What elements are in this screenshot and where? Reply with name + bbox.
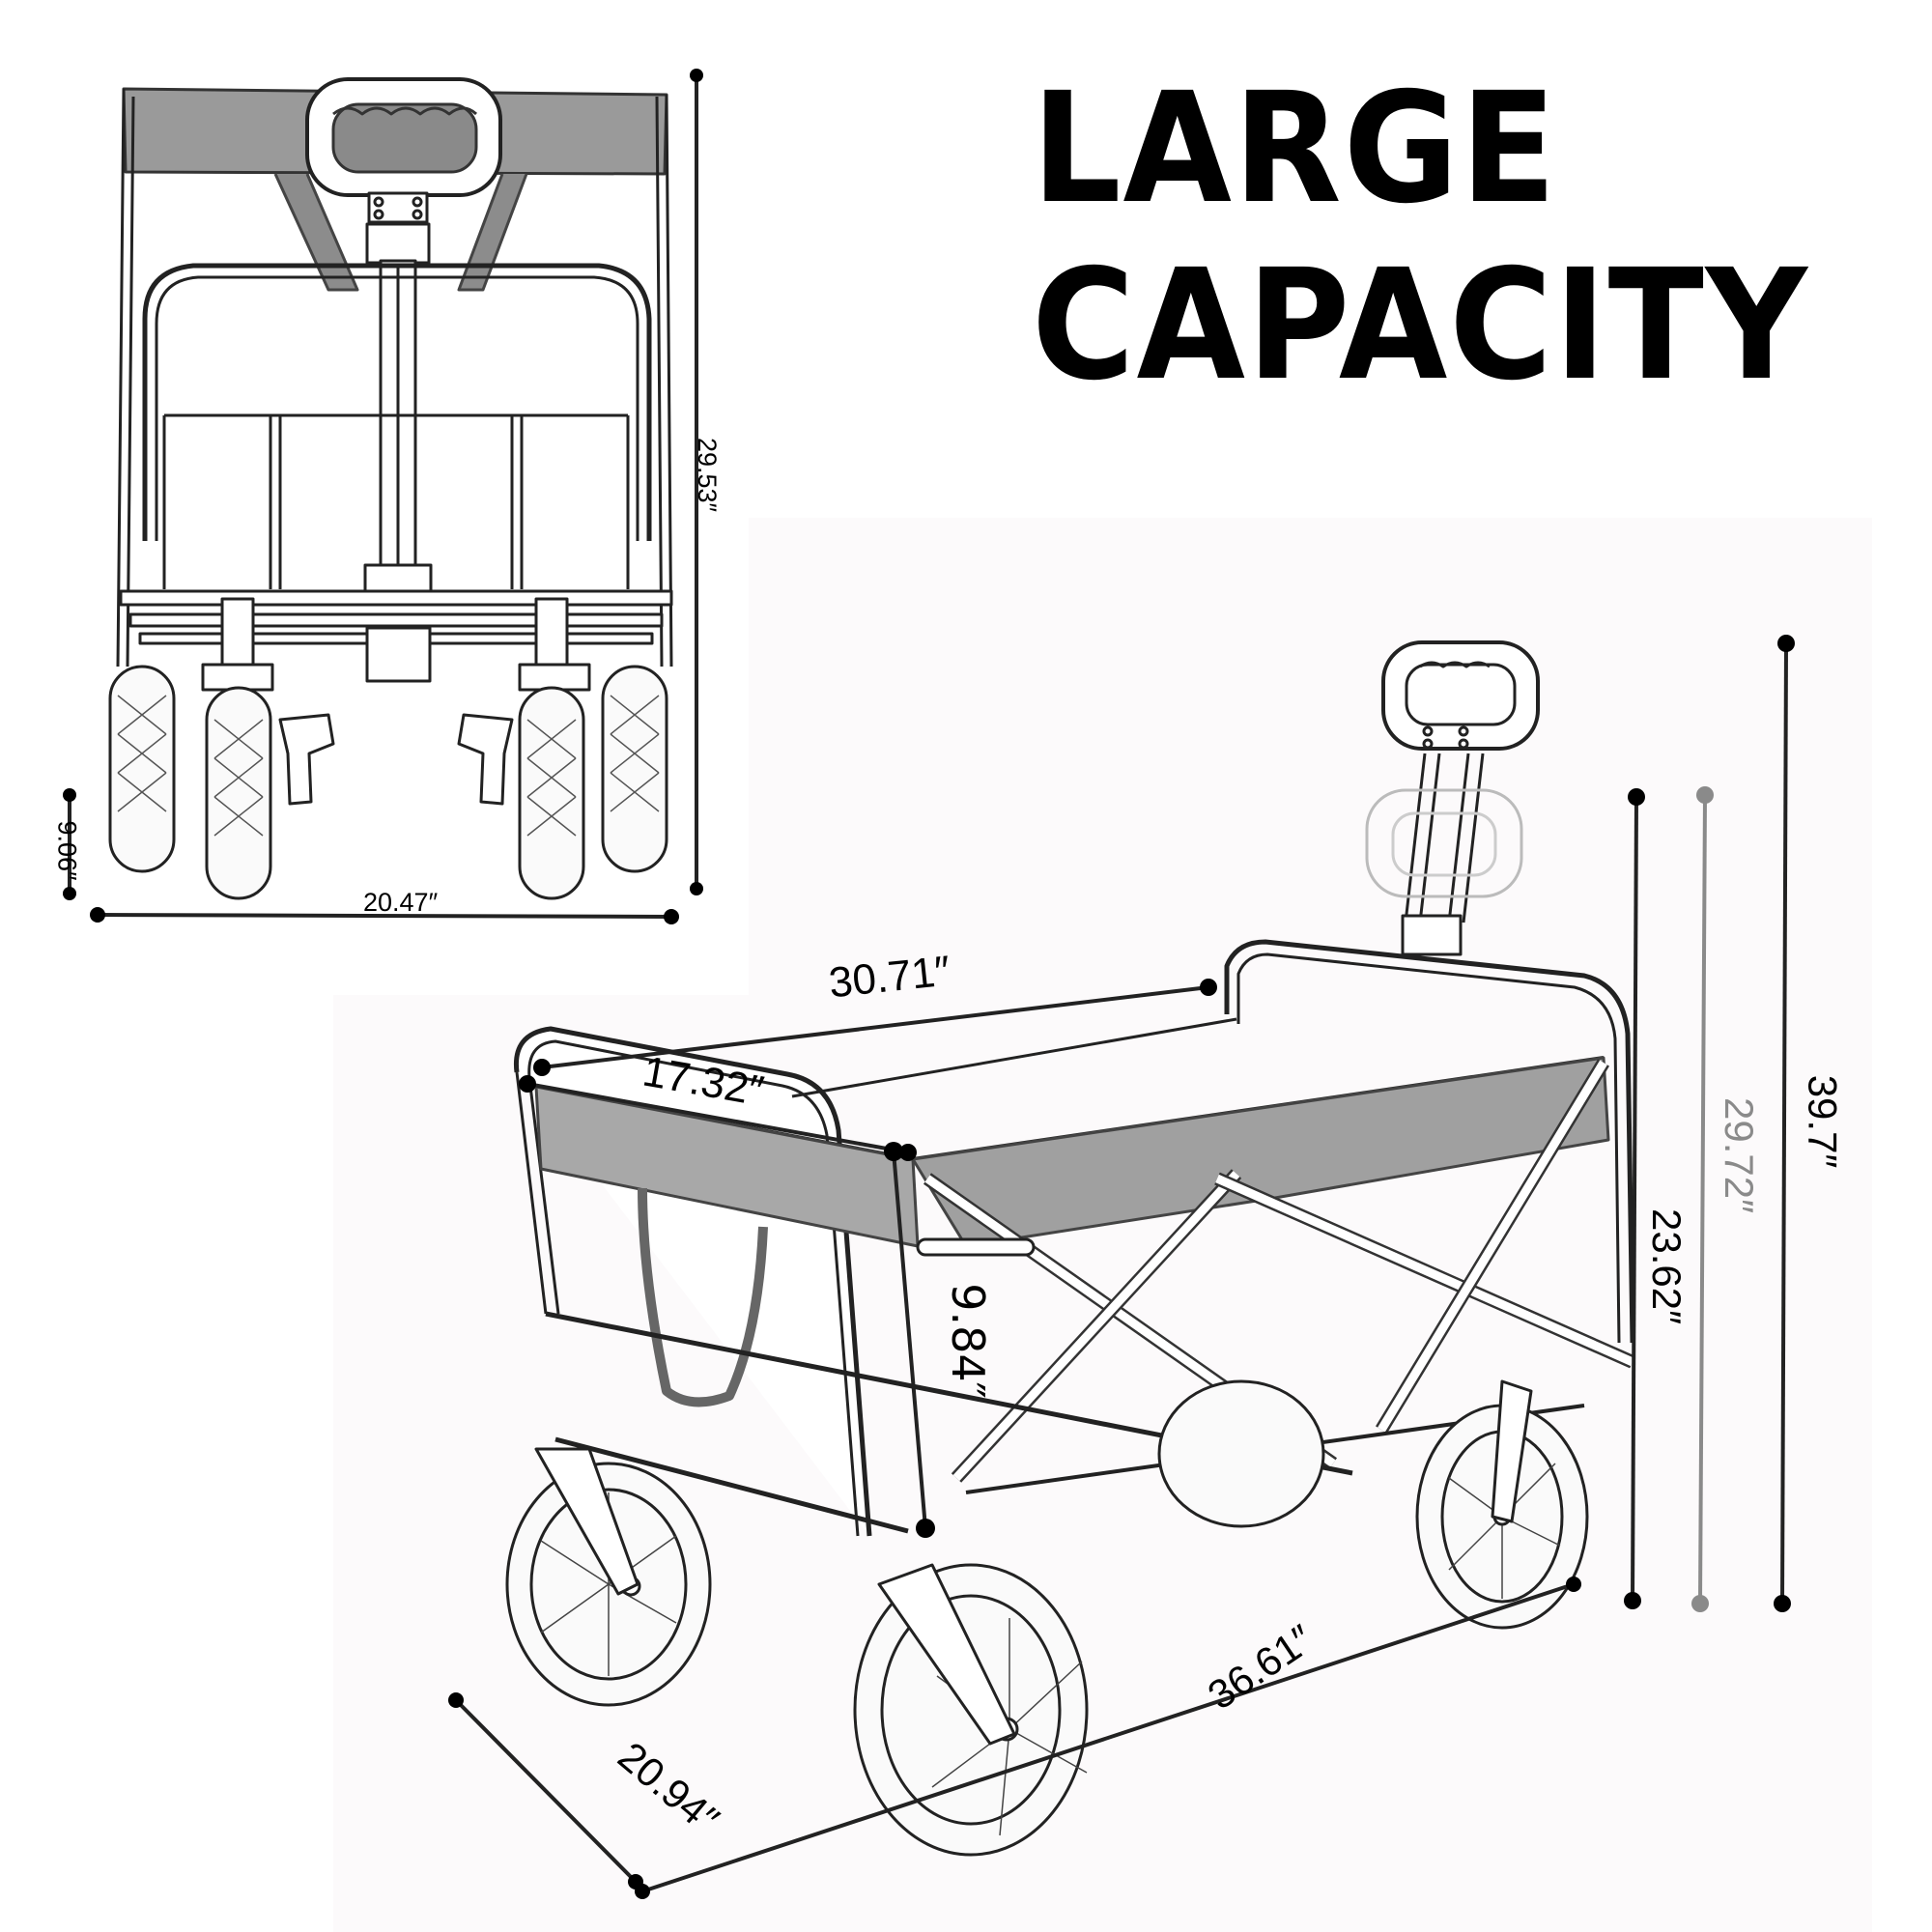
- dim-front-ground-clearance: 9.06″: [52, 820, 82, 881]
- dim-handle-folded-height: 29.72″: [1716, 1097, 1762, 1213]
- headline-line-1: LARGE: [1032, 60, 1558, 238]
- headline-line-2: CAPACITY: [1032, 237, 1809, 414]
- dim-bed-depth: 9.84″: [941, 1283, 994, 1399]
- dim-handle-extended-height: 39.7″: [1800, 1074, 1846, 1169]
- dim-front-height: 29.53″: [693, 437, 723, 513]
- dim-front-width: 20.47″: [363, 888, 439, 917]
- dim-body-height: 23.62″: [1643, 1208, 1690, 1324]
